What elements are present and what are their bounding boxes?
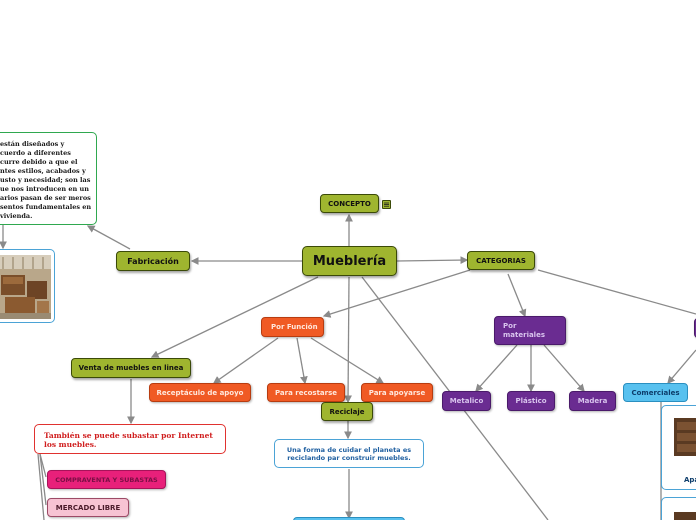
link-materiales-madera	[543, 344, 585, 392]
node-concepto-label: CONCEPTO	[328, 199, 371, 208]
node-compraventa-label: COMPRAVENTA Y SUBASTAS	[55, 475, 158, 484]
central-topic-muebleria[interactable]: Mueblería	[302, 246, 397, 276]
node-compraventa-subastas[interactable]: COMPRAVENTA Y SUBASTAS	[47, 470, 166, 489]
furniture-factory-photo	[0, 255, 51, 319]
link-central-categorias	[396, 256, 469, 264]
central-topic-label: Mueblería	[312, 253, 387, 269]
link-categorias-offscreen	[537, 269, 696, 315]
subasta-note-text: También se puede subastar por Internet l…	[44, 431, 213, 449]
node-metalico-label: Metalico	[449, 397, 484, 405]
note-line: cuerdo a diferentes	[0, 149, 71, 157]
link-central-reciclaje	[344, 276, 352, 404]
node-categorias[interactable]: CATEGORIAS	[467, 251, 535, 270]
node-para-apoyarse[interactable]: Para apoyarse	[361, 383, 433, 402]
fabricacion-image-card	[0, 249, 55, 323]
node-receptaculo-label: Receptáculo de apoyo	[156, 388, 244, 397]
comerciales-image-card: Apa	[661, 405, 696, 490]
link-materiales-metalico	[475, 344, 518, 392]
fabricacion-note-card: están diseñados y cuerdo a diferentes cu…	[0, 132, 97, 225]
node-apoyarse-label: Para apoyarse	[368, 388, 426, 397]
comerciales-second-card	[661, 497, 696, 520]
node-comerciales[interactable]: Comerciales	[623, 383, 688, 402]
node-por-materiales[interactable]: Por materiales	[494, 316, 566, 345]
link-subasta-down	[37, 453, 45, 520]
note-line: ue nos introducen en un	[0, 185, 89, 193]
link-funcion-apoyarse	[310, 337, 385, 384]
node-receptaculo-apoyo[interactable]: Receptáculo de apoyo	[149, 383, 251, 402]
note-line: curre debido a que el	[0, 158, 78, 166]
node-fabricacion[interactable]: Fabricación	[116, 251, 190, 271]
link-funcion-recostarse	[296, 337, 308, 385]
node-madera-label: Madera	[577, 397, 608, 405]
link-funcion-receptaculo	[212, 337, 279, 384]
node-concepto[interactable]: CONCEPTO	[320, 194, 379, 213]
subasta-note-card: También se puede subastar por Internet l…	[34, 424, 226, 454]
node-mercado-libre[interactable]: MERCADO LIBRE	[47, 498, 129, 517]
note-line: arios pasan de ser meros	[0, 194, 91, 202]
node-reciclaje-label: Reciclaje	[329, 407, 365, 416]
furniture-photo	[674, 512, 696, 520]
node-recostarse-label: Para recostarse	[274, 388, 338, 397]
node-para-recostarse[interactable]: Para recostarse	[267, 383, 345, 402]
node-por-materiales-line1: Por	[503, 321, 517, 330]
node-categorias-label: CATEGORIAS	[476, 256, 526, 265]
node-plastico[interactable]: Plástico	[507, 391, 555, 411]
notes-icon[interactable]	[382, 200, 391, 209]
node-reciclaje[interactable]: Reciclaje	[321, 402, 373, 421]
node-venta-muebles[interactable]: Venta de muebles en linea	[71, 358, 191, 378]
note-line: están diseñados y	[0, 140, 65, 148]
link-subasta-mercado	[39, 453, 47, 506]
note-line: ntes estilos, acabados y	[0, 167, 86, 175]
node-offscreen-bottom[interactable]	[293, 517, 405, 520]
link-categorias-porfuncion	[322, 269, 471, 318]
node-por-funcion-label: Por Función	[271, 323, 318, 331]
cabinet-photo	[674, 418, 696, 456]
comerciales-card-caption: Apa	[684, 476, 696, 484]
node-madera[interactable]: Madera	[569, 391, 616, 411]
link-offscreen-comerciales	[667, 349, 696, 384]
node-comerciales-label: Comerciales	[631, 388, 680, 397]
node-por-funcion[interactable]: Por Función	[261, 317, 324, 337]
note-line: sentos fundamentales en	[0, 203, 92, 211]
link-categorias-pormateriales	[507, 273, 527, 318]
node-plastico-label: Plástico	[515, 397, 547, 405]
link-fabricacion-note	[86, 225, 131, 250]
node-por-materiales-line2: materiales	[503, 330, 545, 339]
node-mercado-label: MERCADO LIBRE	[55, 503, 121, 512]
node-metalico[interactable]: Metalico	[442, 391, 491, 411]
link-central-venta	[150, 276, 319, 358]
node-fabricacion-label: Fabricación	[127, 256, 179, 266]
note-line: usto y necesidad; son las	[0, 176, 91, 184]
note-line: vivienda.	[0, 212, 33, 220]
reciclaje-note-card: Una forma de cuidar el planeta es recicl…	[274, 439, 424, 468]
node-venta-label: Venta de muebles en linea	[78, 364, 184, 372]
reciclaje-note-text: Una forma de cuidar el planeta es recicl…	[286, 446, 412, 462]
